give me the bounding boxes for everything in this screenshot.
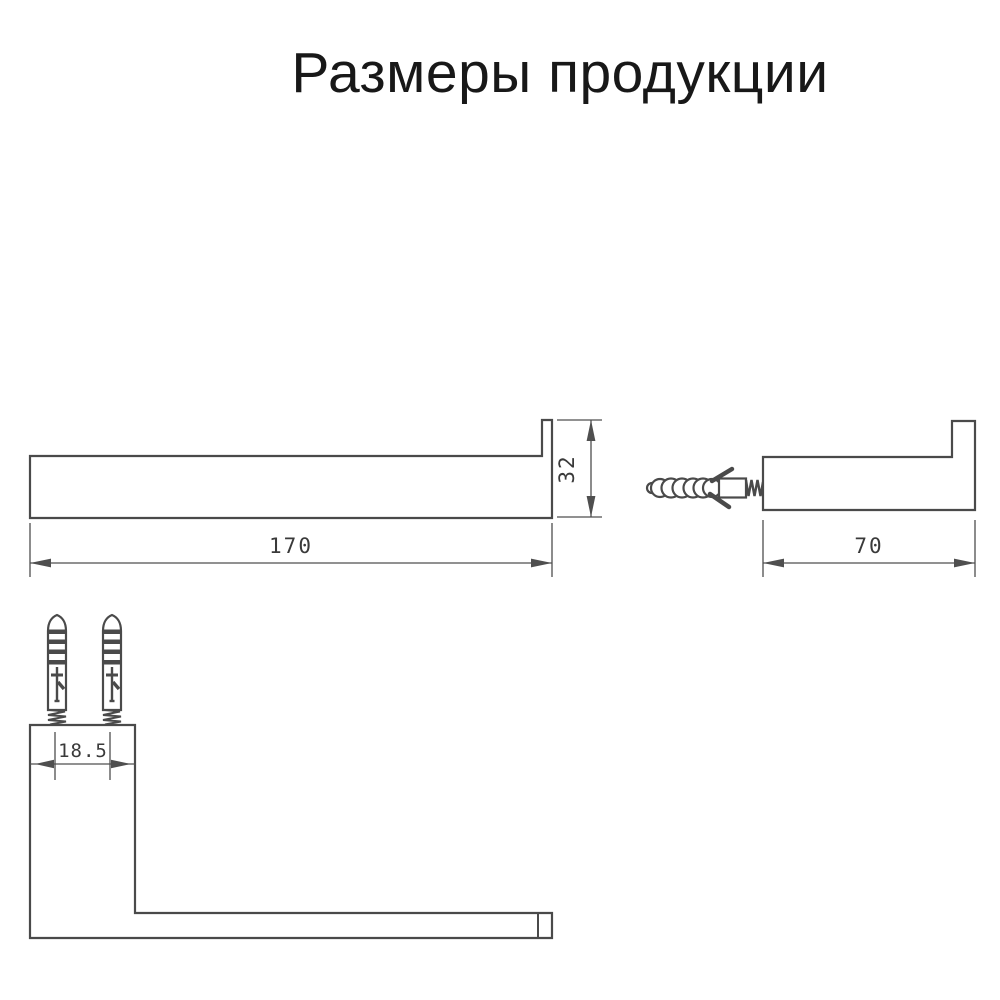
anchor-wing-lower [707,491,732,510]
dim-length-label: 170 [269,534,313,558]
dim-length-arrow-left [30,558,51,568]
anchor-screw-detail [106,667,121,703]
dim-height: 32 [555,419,602,518]
anchor-thread [744,479,765,497]
dim-height-label: 32 [555,454,579,483]
dim-height-arrow-bottom [586,496,596,517]
anchor-ribs [104,629,120,665]
dim-spacing-arrow-left [35,759,54,769]
dim-depth-arrow-left [763,558,784,568]
anchor-thread-coil [102,709,122,726]
front-view: 18.5 [28,613,554,940]
anchor-ribs [49,629,65,665]
dim-spacing-extension-lines [54,732,111,780]
dim-length-arrow-right [531,558,552,568]
holder-profile-short [761,419,977,512]
dim-hole-spacing: 18.5 [30,732,136,780]
dim-height-extension-lines [557,419,602,518]
dim-length-extension-lines [29,523,553,577]
anchor-collar [717,477,748,499]
side-view-length: 170 32 [28,418,602,577]
holder-front-outline [28,723,554,940]
page-title: Размеры продукции [291,41,829,105]
holder-profile-long [28,418,554,520]
dim-depth: 70 [762,520,976,577]
anchor-wing-upper [709,466,735,484]
anchor-screw-detail [51,667,66,703]
dim-depth-label: 70 [854,534,883,558]
dim-depth-arrow-right [954,558,975,568]
dim-height-arrow-top [586,420,596,441]
wall-anchor-vertical-right [101,613,123,726]
side-view-depth: 70 [645,419,977,577]
dim-spacing-label: 18.5 [58,740,108,762]
dim-depth-extension-lines [762,520,976,577]
dim-length: 170 [29,523,553,577]
anchor-thread-coil [47,709,67,726]
wall-anchor-horizontal [645,466,765,510]
wall-anchor-vertical-left [46,613,68,726]
dim-spacing-arrow-right [111,759,131,769]
